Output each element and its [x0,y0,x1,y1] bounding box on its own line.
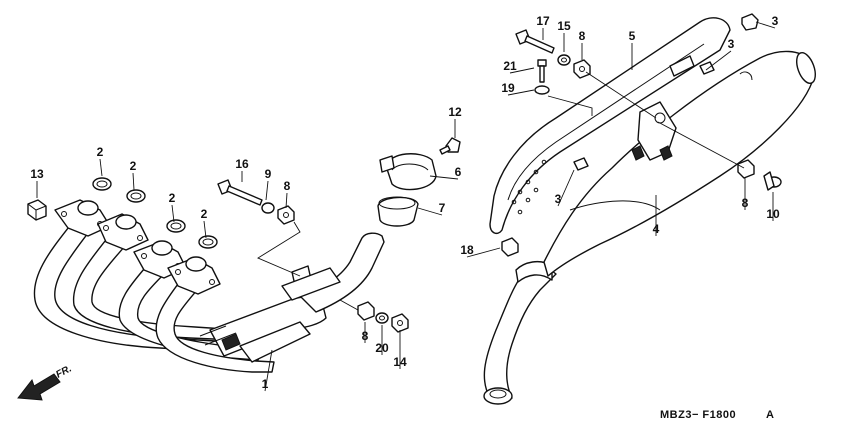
part-number-c14: 14 [393,355,407,369]
part-number-c6: 6 [455,165,462,179]
callout-leader-c3a [755,21,776,29]
washer-20 [375,312,389,324]
part-number-c15: 15 [557,19,571,33]
diagram-code: MBZ3− F1800 [660,409,736,421]
callout-leader-c2c [171,204,175,223]
protector-nut-3-top [741,13,759,31]
part-number-c21: 21 [503,59,517,73]
part-number-c2b: 2 [130,159,137,173]
protector-nut-3-upper [699,61,715,75]
protector-vent-holes [511,159,547,215]
callout-leader-c7 [417,207,443,216]
part-number-c2d: 2 [201,207,208,221]
part-number-c1: 1 [262,377,269,391]
callout-leader-c3b [705,50,732,71]
protector-nut-3-lower [573,157,589,171]
front-direction-indicator: FR. [17,363,74,401]
flange-nut [27,199,47,221]
washer-15 [557,54,571,66]
part-number-c16: 16 [235,157,249,171]
mounting-bolt-16 [217,179,263,206]
clamp-bolt-12 [439,137,461,155]
nut-18 [501,237,519,257]
header-pipes [33,214,385,373]
part-number-c8c: 8 [579,29,586,43]
callout-leader-c2b [132,172,135,191]
part-number-c12: 12 [448,105,462,119]
nut-8-top [573,59,591,79]
callout-leader-c9 [265,180,269,201]
bolt-21 [537,59,547,83]
part-number-c13: 13 [30,167,44,181]
callout-leader-c1 [264,349,273,392]
part-number-c3c: 3 [555,192,562,206]
washer-19 [534,85,550,95]
part-number-c17: 17 [536,14,550,28]
callout-leader-c6 [429,175,459,180]
exhaust-gaskets [92,177,218,249]
part-number-c19: 19 [501,81,515,95]
muffler-protector-5 [489,17,731,235]
muffler-assembly [483,50,816,405]
part-number-c3a: 3 [772,14,779,28]
part-number-c8a: 8 [284,179,291,193]
part-number-c2a: 2 [97,145,104,159]
nut-8-left [277,205,295,225]
muffler-joint-gasket-7 [377,196,419,227]
part-number-c4: 4 [653,222,660,236]
nut-8-bottom [357,301,375,321]
callout-leader-c8a [285,192,288,209]
callout-leader-c18 [466,247,501,258]
bolt-10 [763,171,782,191]
part-number-c8d: 8 [742,196,749,210]
part-number-c10: 10 [766,207,780,221]
front-label: FR. [54,363,73,380]
callout-leader-c2a [99,158,103,177]
part-number-c5: 5 [629,29,636,43]
exhaust-pipe-assembly [27,177,409,373]
part-number-c8b: 8 [362,329,369,343]
part-number-c7: 7 [439,201,446,215]
nut-14 [391,313,409,333]
collar-9 [261,202,275,214]
bolt-17 [515,29,555,54]
callout-leader-c19 [507,89,535,96]
part-number-c9: 9 [265,167,272,181]
muffler-clamp-6 [379,153,437,191]
part-number-c2c: 2 [169,191,176,205]
part-number-c3b: 3 [728,37,735,51]
diagram-code-suffix: A [766,409,774,421]
nut-8-right [737,159,755,179]
header-flanges [54,199,221,295]
callout-leader-c21 [509,67,535,74]
part-number-c18: 18 [460,243,474,257]
callout-leader-c2d [203,220,207,239]
callout-leader-c3c [557,169,575,207]
part-number-c20: 20 [375,341,389,355]
